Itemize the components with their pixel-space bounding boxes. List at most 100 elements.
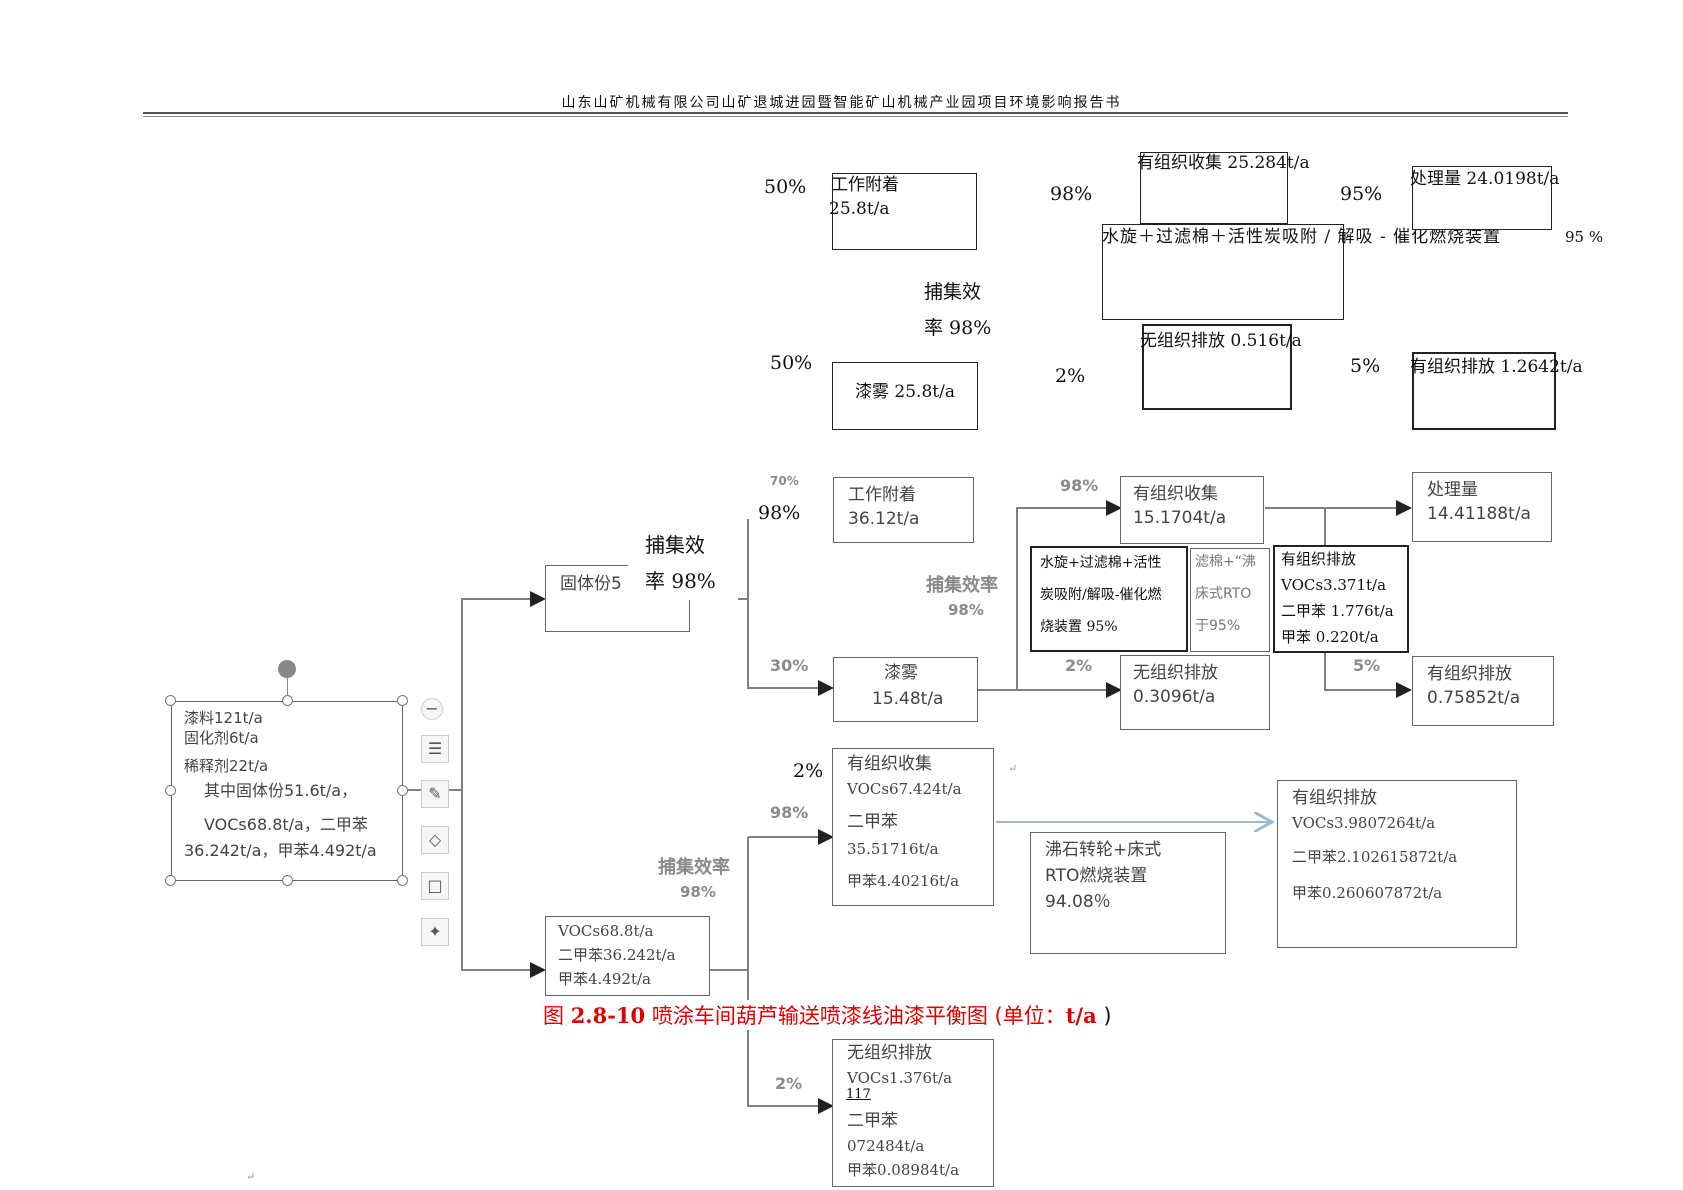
treatment-device-text: 水旋＋过滤棉＋活性炭吸附 / 解吸 - 催化燃烧装置 — [1102, 227, 1502, 247]
solid-capture-label: 捕集效 — [645, 533, 705, 557]
voc-overlay-pct: 2% — [793, 760, 824, 782]
treated-box — [1412, 166, 1552, 230]
solid-capture-value: 率 98% — [645, 569, 716, 593]
solid-work-attach-label: 工作附着 — [848, 485, 916, 505]
outline-frame-icon[interactable]: □ — [421, 872, 449, 900]
minus-circle-icon[interactable]: − — [421, 698, 443, 720]
work-attach-box: 工作附着 25.8t/a — [829, 173, 977, 250]
device-overlay-line2: 炭吸附/解吸-催化燃 — [1040, 587, 1162, 603]
caption-suffix: ) — [1096, 1004, 1112, 1028]
source-line-paint: 漆料121t/a — [184, 709, 263, 727]
solid-emit-overlay-box: 有组织排放 VOCs3.371t/a 二甲苯 1.776t/a 甲苯 0.220… — [1273, 545, 1409, 653]
faded-capture-value: 98% — [948, 601, 984, 619]
emit-pct: 5% — [1350, 355, 1381, 377]
caption-text: 喷涂车间葫芦输送喷漆线油漆平衡图 (单位： — [645, 1004, 1066, 1028]
voc-fugitive-xylene-label: 二甲苯 — [847, 1111, 898, 1131]
treated-text: 处理量 24.0198t/a — [1410, 169, 1560, 189]
split-pct-bottom: 50% — [770, 352, 813, 374]
source-line-thinner: 稀释剂22t/a — [184, 757, 269, 775]
voc-collect-vocs: VOCs67.424t/a — [847, 780, 962, 798]
source-materials-box[interactable]: 漆料121t/a 固化剂6t/a 稀释剂22t/a 其中固体份51.6t/a， … — [171, 701, 403, 881]
solid-box-label: 固体份5 — [560, 574, 622, 594]
voc-collect-title: 有组织收集 — [847, 754, 932, 774]
voc-emit-xylene: 二甲苯2.102615872t/a — [1292, 848, 1458, 866]
solid-work-attach-value: 36.12t/a — [848, 509, 920, 529]
resize-handle-se[interactable] — [397, 875, 408, 886]
solid-emit-value: 0.75852t/a — [1427, 688, 1521, 708]
resize-handle-s[interactable] — [282, 875, 293, 886]
rotate-handle-stem — [287, 678, 288, 695]
layout-options-icon[interactable]: ☰ — [421, 735, 449, 763]
voc-emit-toluene: 甲苯0.260607872t/a — [1292, 884, 1443, 902]
connector-mist — [978, 500, 1122, 691]
voc-fugitive-vocs: VOCs1.376t/a — [847, 1069, 953, 1087]
fugitive-text: 无组织排放 0.516t/a — [1140, 331, 1302, 351]
voc-emit-title: 有组织排放 — [1292, 788, 1377, 808]
resize-handle-nw[interactable] — [165, 695, 176, 706]
voc-fugitive-pct: 2% — [775, 1074, 803, 1093]
solid-device-under-box: 滤棉+“沸 床式RTO 于95% — [1190, 548, 1270, 652]
voc-device-box: 沸石转轮+床式 RTO燃烧装置 94.08％ — [1030, 832, 1226, 954]
paragraph-mark: ↵ — [1008, 762, 1018, 775]
work-pct: 98% — [758, 502, 801, 524]
voc-box-xylene: 二甲苯36.242t/a — [558, 946, 676, 964]
voc-collect-xylene-label: 二甲苯 — [847, 812, 898, 832]
connector-source-voc — [461, 790, 546, 978]
voc-emit-box: 有组织排放 VOCs3.9807264t/a 二甲苯2.102615872t/a… — [1277, 780, 1517, 948]
figure-caption: 图 2.8-10 喷涂车间葫芦输送喷漆线油漆平衡图 (单位：t/a ) — [541, 1000, 1114, 1030]
connector-voc-up — [747, 837, 834, 1114]
resize-handle-ne[interactable] — [397, 695, 408, 706]
emit-overlay-vocs: VOCs3.371t/a — [1281, 576, 1387, 594]
solid-emit-pct: 5% — [1353, 656, 1381, 675]
resize-handle-n[interactable] — [282, 695, 293, 706]
solid-emit-label: 有组织排放 — [1427, 664, 1512, 684]
solid-treated-label: 处理量 — [1427, 480, 1478, 500]
emit-overlay-xylene: 二甲苯 1.776t/a — [1281, 602, 1394, 620]
voc-capture-value: 98% — [680, 883, 716, 901]
solid-work-attach-box: 工作附着 36.12t/a — [833, 477, 974, 543]
voc-box-toluene: 甲苯4.492t/a — [558, 970, 651, 988]
caption-prefix: 图 — [543, 1004, 571, 1028]
solid-mist-box: 漆雾 15.48t/a — [833, 657, 978, 722]
solid-collect-pct: 98% — [1060, 476, 1099, 495]
overlay-mask — [628, 560, 692, 600]
rotate-handle-icon[interactable] — [278, 660, 296, 678]
resize-handle-e[interactable] — [397, 785, 408, 796]
page-number: 117 — [846, 1087, 871, 1102]
lightbulb-icon[interactable]: ✦ — [421, 918, 449, 946]
solid-device-overlay-box: 水旋+过滤棉+活性 炭吸附/解吸-催化燃 烧装置 95% — [1030, 546, 1188, 652]
split-pct-top: 50% — [764, 176, 807, 198]
solid-fugitive-box: 无组织排放 0.3096t/a — [1120, 655, 1270, 730]
fill-bucket-icon[interactable]: ◇ — [421, 826, 449, 854]
voc-emit-vocs: VOCs3.9807264t/a — [1292, 814, 1436, 832]
voc-fugitive-title: 无组织排放 — [847, 1043, 932, 1063]
faded-pct: 70% — [770, 474, 799, 488]
organized-emit-box — [1412, 352, 1556, 430]
voc-box: VOCs68.8t/a 二甲苯36.242t/a 甲苯4.492t/a — [545, 916, 710, 996]
solid-fugitive-value: 0.3096t/a — [1133, 687, 1216, 707]
solid-collect-label: 有组织收集 — [1133, 484, 1218, 504]
device-overlay-line1: 水旋+过滤棉+活性 — [1040, 555, 1162, 571]
faded-capture-label: 捕集效率 — [926, 575, 998, 596]
resize-handle-sw[interactable] — [165, 875, 176, 886]
solid-mist-value: 15.48t/a — [872, 689, 944, 709]
voc-fugitive-toluene: 甲苯0.08984t/a — [847, 1161, 960, 1179]
paint-mist-box: 漆雾 25.8t/a — [832, 362, 978, 430]
emit-overlay-title: 有组织排放 — [1281, 550, 1357, 568]
resize-handle-w[interactable] — [165, 785, 176, 796]
solid-fugitive-label: 无组织排放 — [1133, 663, 1218, 683]
solid-treated-box: 处理量 14.41188t/a — [1412, 472, 1552, 542]
paint-mist-label: 漆雾 25.8t/a — [855, 382, 955, 402]
source-line-vocs: VOCs68.8t/a，二甲苯 — [204, 815, 368, 834]
work-attach-value: 25.8t/a — [829, 199, 890, 219]
fugitive-box — [1142, 324, 1292, 410]
solid-collect-value: 15.1704t/a — [1133, 508, 1227, 528]
document-header: 山东山矿机械有限公司山矿退城进园暨智能矿山机械产业园项目环境影响报告书 — [561, 95, 1122, 111]
header-rule — [143, 112, 1568, 114]
voc-capture-label: 捕集效率 — [658, 857, 730, 878]
pen-icon[interactable]: ✎ — [421, 780, 449, 808]
solid-emit-box: 有组织排放 0.75852t/a — [1412, 656, 1554, 726]
source-line-xylene: 36.242t/a，甲苯4.492t/a — [184, 841, 377, 860]
organized-emit-text: 有组织排放 1.2642t/a — [1410, 357, 1583, 377]
